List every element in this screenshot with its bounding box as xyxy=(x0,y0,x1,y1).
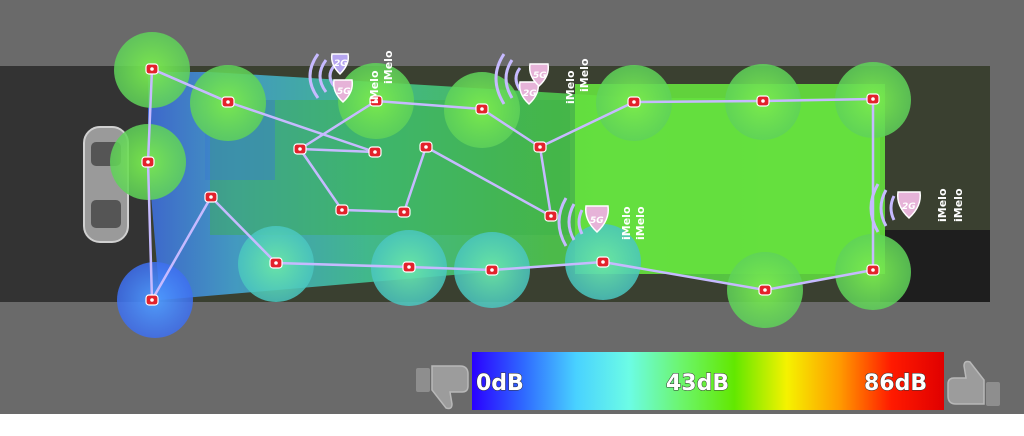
ap-name-label-2: iMelo xyxy=(952,188,965,222)
survey-point-marker[interactable] xyxy=(533,141,547,153)
legend-gradient-bar xyxy=(472,352,944,410)
legend-max-label: 86dB xyxy=(864,371,927,396)
ap-name-label: iMelo xyxy=(368,70,381,104)
survey-point-marker[interactable] xyxy=(293,143,307,155)
ap-name-label-2: iMelo xyxy=(382,50,395,84)
survey-path xyxy=(151,67,553,218)
band-5g-pin-icon xyxy=(332,79,354,104)
survey-point-marker[interactable] xyxy=(369,95,383,107)
survey-point-marker[interactable] xyxy=(758,284,772,296)
survey-point-marker[interactable] xyxy=(756,95,770,107)
band-2g-pin-icon xyxy=(518,81,540,106)
survey-path-outer xyxy=(146,68,875,302)
survey-point-marker[interactable] xyxy=(145,63,159,75)
survey-point-marker[interactable] xyxy=(269,257,283,269)
ap-name-label-2: iMelo xyxy=(578,58,591,92)
band-label-2g: 2G xyxy=(902,202,916,212)
survey-point-marker[interactable] xyxy=(402,261,416,273)
band-5g-pin-icon xyxy=(528,63,550,88)
access-point-3[interactable]: 5G iMelo iMelo xyxy=(557,197,647,247)
ap-name-label: iMelo xyxy=(564,70,577,104)
survey-path-top xyxy=(151,67,229,104)
ap-name-label-2: iMelo xyxy=(634,206,647,240)
survey-point-marker[interactable] xyxy=(627,96,641,108)
band-label-5g: 5G xyxy=(337,87,351,97)
thumbs-down-icon xyxy=(416,365,469,410)
signal-legend: 0dB 43dB 86dB xyxy=(416,352,1000,410)
band-5g-pin-icon xyxy=(584,205,610,234)
band-2g-pin-icon xyxy=(330,53,350,76)
legend-min-label: 0dB xyxy=(476,371,524,396)
survey-point-marker[interactable] xyxy=(544,210,558,222)
survey-point-marker[interactable] xyxy=(397,206,411,218)
band-label-5g: 5G xyxy=(590,216,604,226)
band-2g-pin-icon xyxy=(896,191,922,220)
ap-name-label: iMelo xyxy=(936,188,949,222)
frame-bottom xyxy=(0,414,1024,432)
band-label-2g: 2G xyxy=(334,59,348,69)
thumbs-up-icon xyxy=(947,360,1000,406)
legend-mid-label: 43dB xyxy=(666,371,729,396)
survey-point-marker[interactable] xyxy=(368,146,382,158)
survey-point-marker[interactable] xyxy=(221,96,235,108)
access-point-1[interactable]: 2G 5G iMelo iMelo xyxy=(308,50,395,104)
ap-name-label: iMelo xyxy=(620,206,633,240)
survey-point-marker[interactable] xyxy=(204,191,218,203)
survey-point-marker[interactable] xyxy=(419,141,433,153)
access-point-4[interactable]: 2G iMelo iMelo xyxy=(869,183,965,233)
survey-point-marker[interactable] xyxy=(335,204,349,216)
access-point-2[interactable]: 2G 5G iMelo iMelo xyxy=(494,53,591,106)
survey-markers xyxy=(141,63,880,306)
survey-point-marker[interactable] xyxy=(475,103,489,115)
survey-point-marker[interactable] xyxy=(485,264,499,276)
survey-point-marker[interactable] xyxy=(866,264,880,276)
survey-point-marker[interactable] xyxy=(141,156,155,168)
survey-point-marker[interactable] xyxy=(145,294,159,306)
survey-point-marker[interactable] xyxy=(596,256,610,268)
band-label-5g: 5G xyxy=(533,71,547,81)
survey-point-marker[interactable] xyxy=(866,93,880,105)
band-label-2g: 2G xyxy=(523,89,537,99)
